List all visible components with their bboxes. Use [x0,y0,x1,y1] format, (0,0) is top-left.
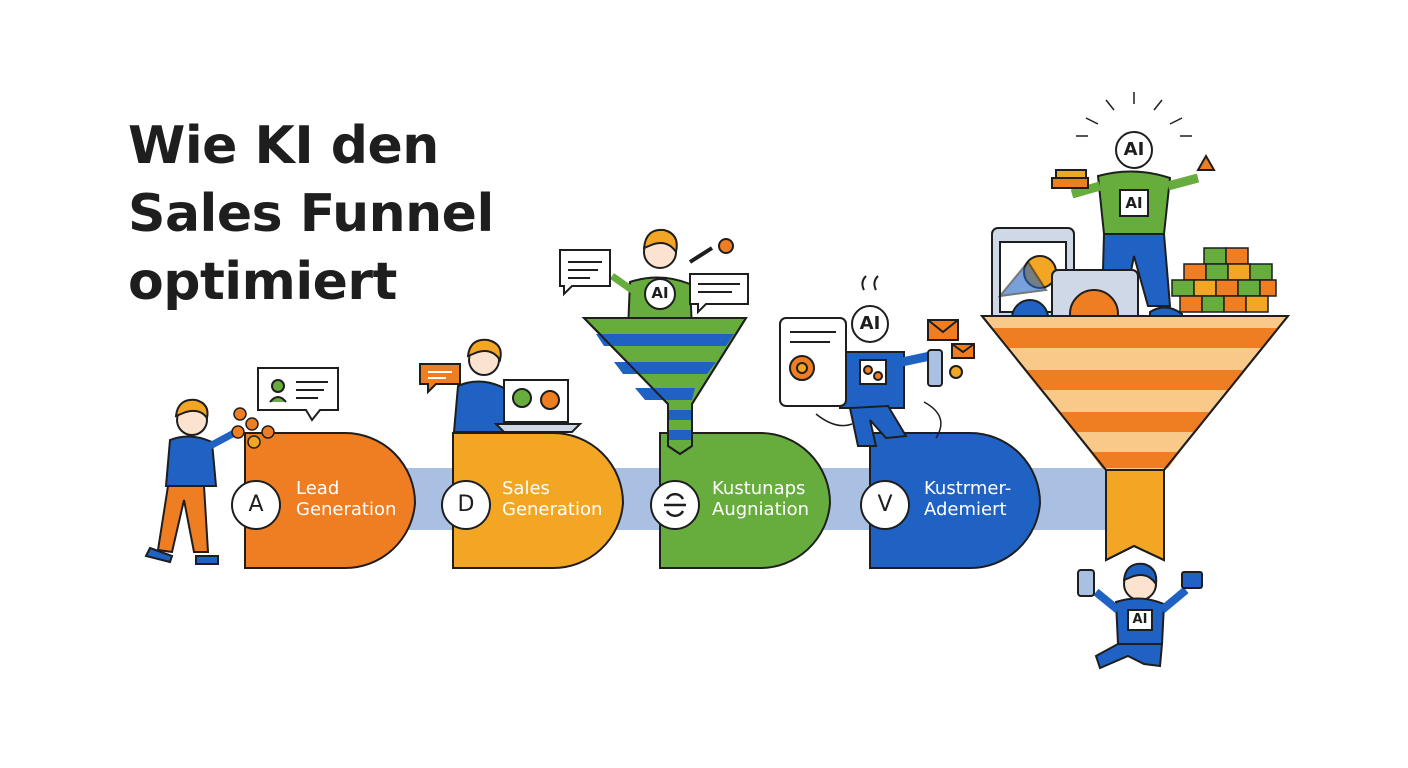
big-funnel-icon [979,315,1291,562]
stage-sales [441,432,625,570]
stage-kustrmer-label: Kustrmer- Ademiert [924,478,1011,520]
kneeling-person-icon [1077,562,1203,670]
mail-icon [927,319,975,379]
stage-kustrmer-badge [860,480,910,530]
stage-sales-letter: D [457,492,475,517]
lead-person-icon [144,398,238,565]
stage-sales-line1: Sales [502,478,550,499]
top-person-ai-head-label: AI [1123,139,1145,160]
book-icon [1051,153,1216,189]
stage-sales-badge [441,480,491,530]
block-stack-icon [1171,247,1277,313]
gear-icon [688,238,734,264]
stage-lead-line1: Lead [296,478,340,499]
sparkle-lines [1076,92,1192,137]
stage-lead [231,432,417,570]
stage-kustrmer-letter: V [877,492,893,517]
kneeling-person-ai-label: AI [1132,612,1148,627]
title-line-3: optimiert [128,252,397,312]
motion-lines [815,401,942,439]
funnel-icon [581,317,748,456]
stage-kustunaps-label: Kustunaps Augniation [712,478,809,520]
robot-icon [810,275,943,447]
link-icon [664,492,686,518]
stage-kustunaps [650,432,832,570]
stage-kustrmer [860,432,1042,570]
stage-kustrmer-line2: Ademiert [924,499,1007,520]
stage-kustunaps-line1: Kustunaps [712,478,806,499]
title-line-1: Wie KI den [128,116,439,176]
document-bubble-icon [559,249,749,315]
stage-sales-label: Sales Generation [502,478,602,520]
stage-lead-letter: A [248,492,264,517]
page-title: Wie KI den Sales Funnel optimiert [128,112,548,316]
laptop-person-icon [452,338,583,433]
tablet-icon [779,317,847,407]
stage-sales-line2: Generation [502,499,603,520]
stage-lead-badge [231,480,281,530]
robot-ai-label: AI [859,313,881,334]
stage-kustunaps-line2: Augniation [712,499,810,520]
title-line-2: Sales Funnel [128,184,494,244]
stage-kustrmer-line1: Kustrmer- [924,478,1012,499]
stage-lead-line2: Generation [296,499,397,520]
top-person-ai-chest-label: AI [1125,194,1143,212]
hexagon-cluster-icon [231,407,275,449]
funnel-person-ai-label: AI [651,284,669,302]
stage-lead-label: Lead Generation [296,478,396,520]
chat-bubble-icon [257,367,339,422]
message-icon [419,363,461,395]
